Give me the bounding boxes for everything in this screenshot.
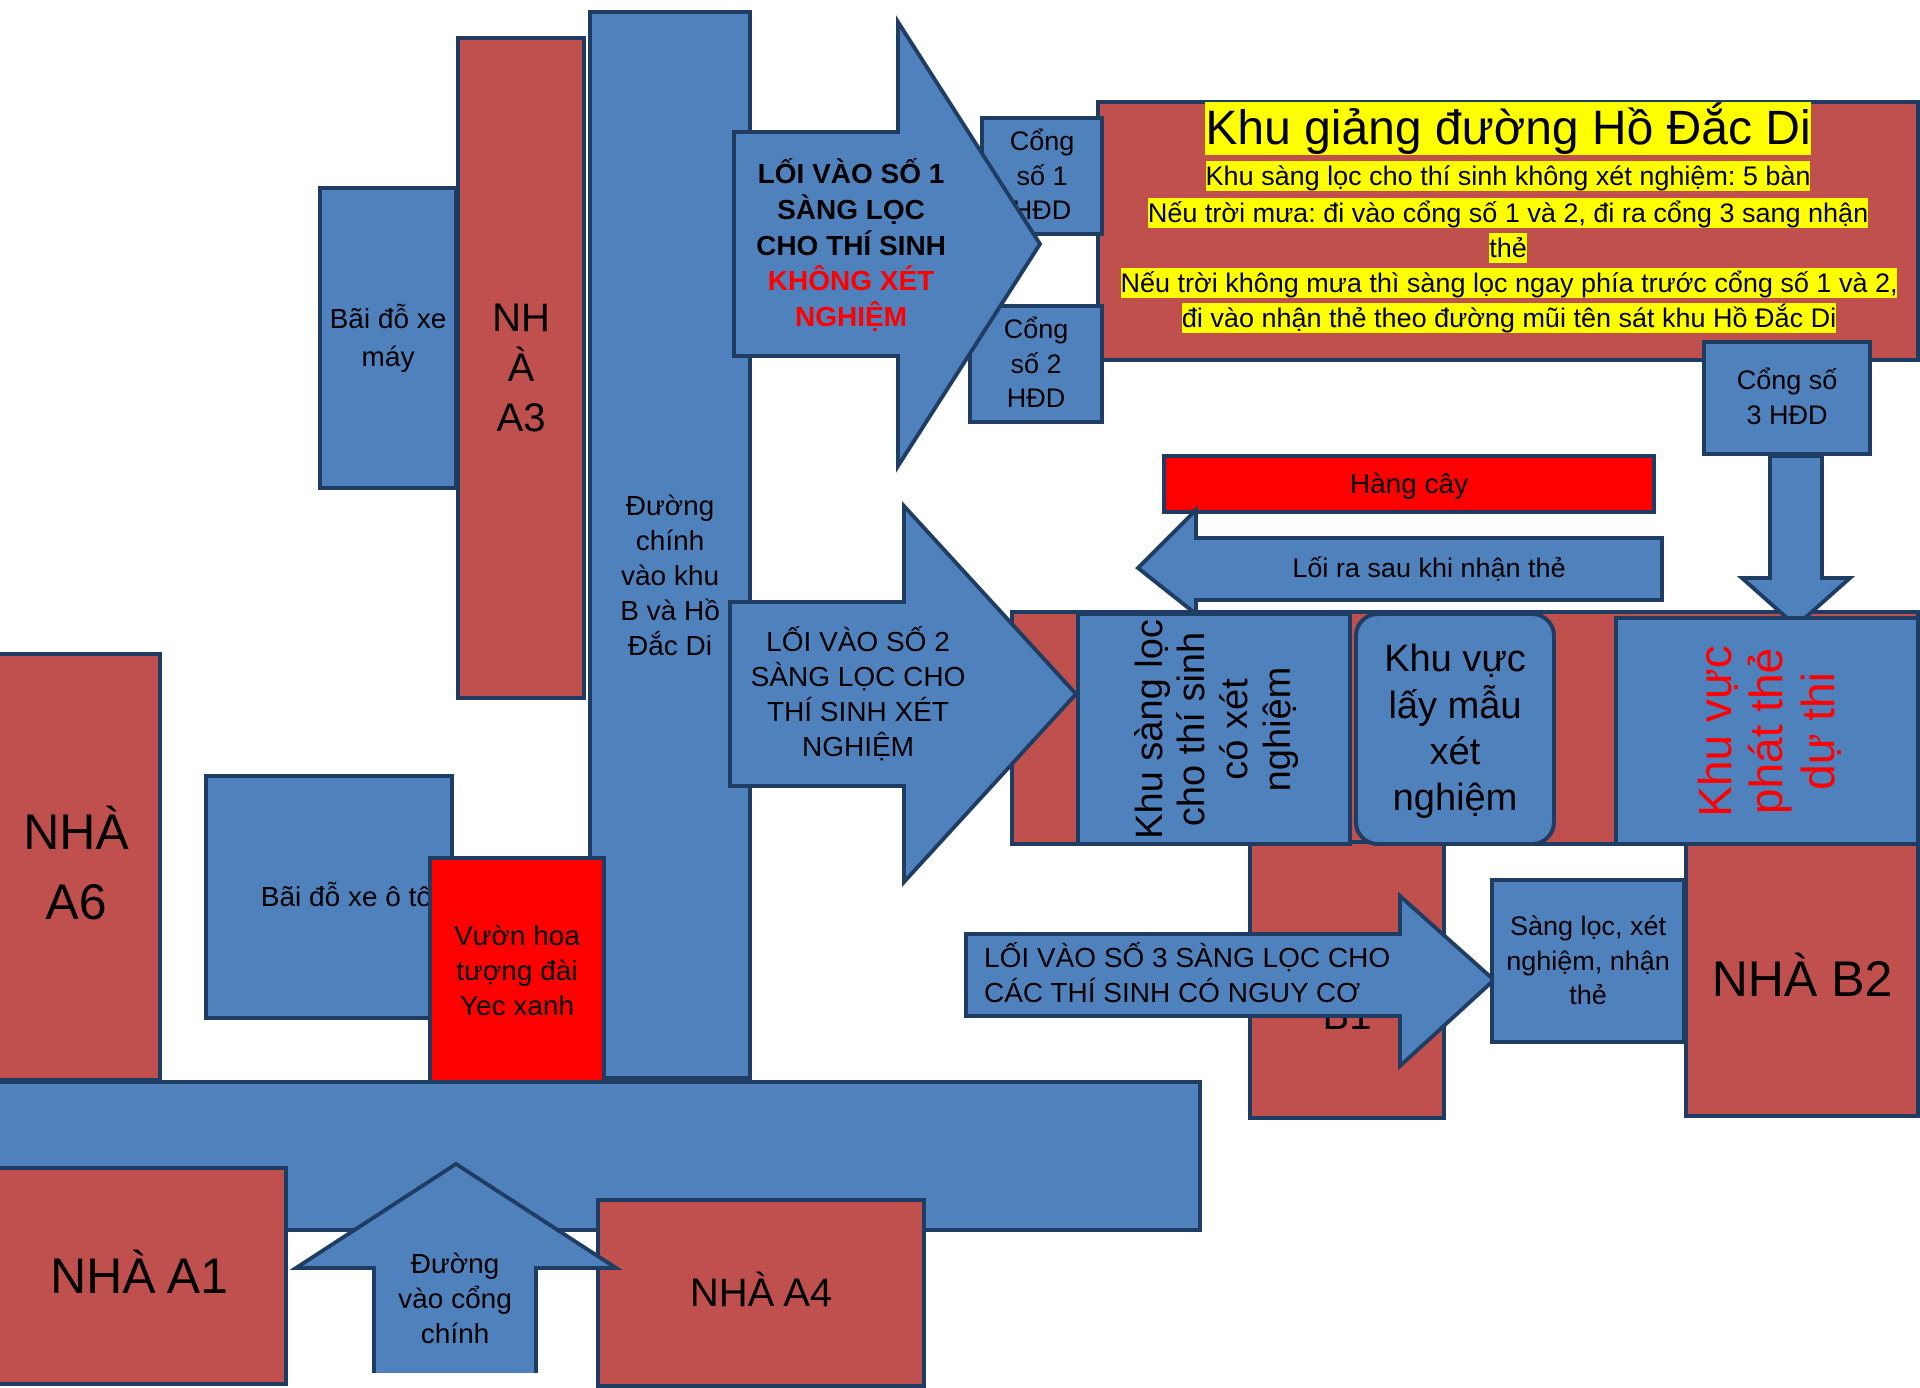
- car-parking-label: Bãi đỗ xe ô tô: [260, 881, 432, 912]
- tree-row-label: Hàng cây: [1349, 468, 1469, 499]
- main-road-label: Đường chính vào khu B và Hồ Đắc Di: [620, 489, 720, 661]
- gate-3: Cổng số 3 HĐD: [1702, 340, 1872, 456]
- hdd-line2: Nếu trời mưa: đi vào cổng số 1 và 2, đi …: [1147, 198, 1869, 264]
- entry-2-arrow: [728, 500, 1079, 888]
- motorbike-parking: Bãi đỗ xe máy: [318, 186, 458, 490]
- car-parking: Bãi đỗ xe ô tô: [204, 774, 454, 1020]
- tree-row: Hàng cây: [1162, 454, 1656, 514]
- building-a4-label: NHÀ A4: [689, 1270, 833, 1315]
- sample-zone: Khu vực lấy mẫu xét nghiệm: [1354, 612, 1556, 846]
- entry-3-text: LỐI VÀO SỐ 3 SÀNG LỌC CHO CÁC THÍ SINH C…: [984, 942, 1391, 1008]
- card-zone: [1614, 616, 1920, 846]
- hdd-line2-wrap: Nếu trời mưa: đi vào cổng số 1 và 2, đi …: [1140, 196, 1876, 266]
- hdd-title: Khu giảng đường Hồ Đắc Di: [1205, 102, 1811, 155]
- down-arrow: [1736, 454, 1856, 629]
- exit-arrow: [1134, 505, 1664, 619]
- hdd-line3: Nếu trời không mưa thì sàng lọc ngay phí…: [1120, 268, 1898, 334]
- exit-label: Lối ra sau khi nhận thẻ: [1196, 552, 1662, 585]
- risk-screening-box: Sàng lọc, xét nghiệm, nhận thẻ: [1490, 878, 1686, 1044]
- risk-screening-label: Sàng lọc, xét nghiệm, nhận thẻ: [1506, 911, 1670, 1011]
- motorbike-parking-label: Bãi đỗ xe máy: [329, 303, 447, 372]
- hdd-line1: Khu sàng lọc cho thí sinh không xét nghi…: [1205, 161, 1811, 191]
- hdd-title-wrap: Khu giảng đường Hồ Đắc Di: [1096, 100, 1920, 159]
- main-road: Đường chính vào khu B và Hồ Đắc Di: [588, 10, 752, 1080]
- tested-screening-zone: [1076, 612, 1352, 846]
- hdd-line1-wrap: Khu sàng lọc cho thí sinh không xét nghi…: [1110, 160, 1906, 193]
- building-a1-label: NHÀ A1: [50, 1248, 228, 1304]
- building-a3-label: NH À A3: [492, 296, 550, 440]
- entry-3-arrow: [964, 891, 1497, 1071]
- main-gate-arrow: [289, 1161, 623, 1373]
- building-a1: NHÀ A1: [0, 1166, 288, 1386]
- gate-2-label: Cổng số 2 HĐD: [1003, 314, 1069, 414]
- building-a3: NH À A3: [456, 36, 586, 700]
- gate-3-label: Cổng số 3 HĐD: [1736, 365, 1838, 430]
- tested-screening-label: Khu sàng lọc cho thí sinh có xét nghiệm: [1128, 619, 1299, 839]
- entry-1-arrow: [732, 15, 1043, 473]
- building-b2: NHÀ B2: [1684, 840, 1920, 1118]
- hdd-line3-wrap: Nếu trời không mưa thì sàng lọc ngay phí…: [1116, 266, 1902, 336]
- building-b2-label: NHÀ B2: [1711, 951, 1893, 1007]
- building-a6-label: NHÀ A6: [23, 804, 129, 930]
- entry-2-text: LỐI VÀO SỐ 2 SÀNG LỌC CHO THÍ SINH XÉT N…: [750, 626, 966, 762]
- gate-2: Cổng số 2 HĐD: [968, 304, 1104, 424]
- main-gate-road-label: Đường vào cổng chính: [398, 1248, 512, 1349]
- entry-2-label: LỐI VÀO SỐ 2 SÀNG LỌC CHO THÍ SINH XÉT N…: [740, 624, 976, 764]
- exit-text: Lối ra sau khi nhận thẻ: [1292, 553, 1566, 583]
- sample-zone-label: Khu vực lấy mẫu xét nghiệm: [1384, 638, 1526, 820]
- entry-1-highlight: KHÔNG XÉT NGHIỆM: [767, 265, 935, 333]
- entry-1-text: LỐI VÀO SỐ 1 SÀNG LỌC CHO THÍ SINH: [756, 158, 946, 261]
- garden-label: Vườn hoa tượng đài Yec xanh: [454, 919, 580, 1021]
- entry-1-label: LỐI VÀO SỐ 1 SÀNG LỌC CHO THÍ SINH KHÔNG…: [744, 156, 958, 335]
- card-zone-label: Khu vực phát thẻ dự thi: [1688, 645, 1844, 817]
- entry-3-label: LỐI VÀO SỐ 3 SÀNG LỌC CHO CÁC THÍ SINH C…: [984, 940, 1424, 1010]
